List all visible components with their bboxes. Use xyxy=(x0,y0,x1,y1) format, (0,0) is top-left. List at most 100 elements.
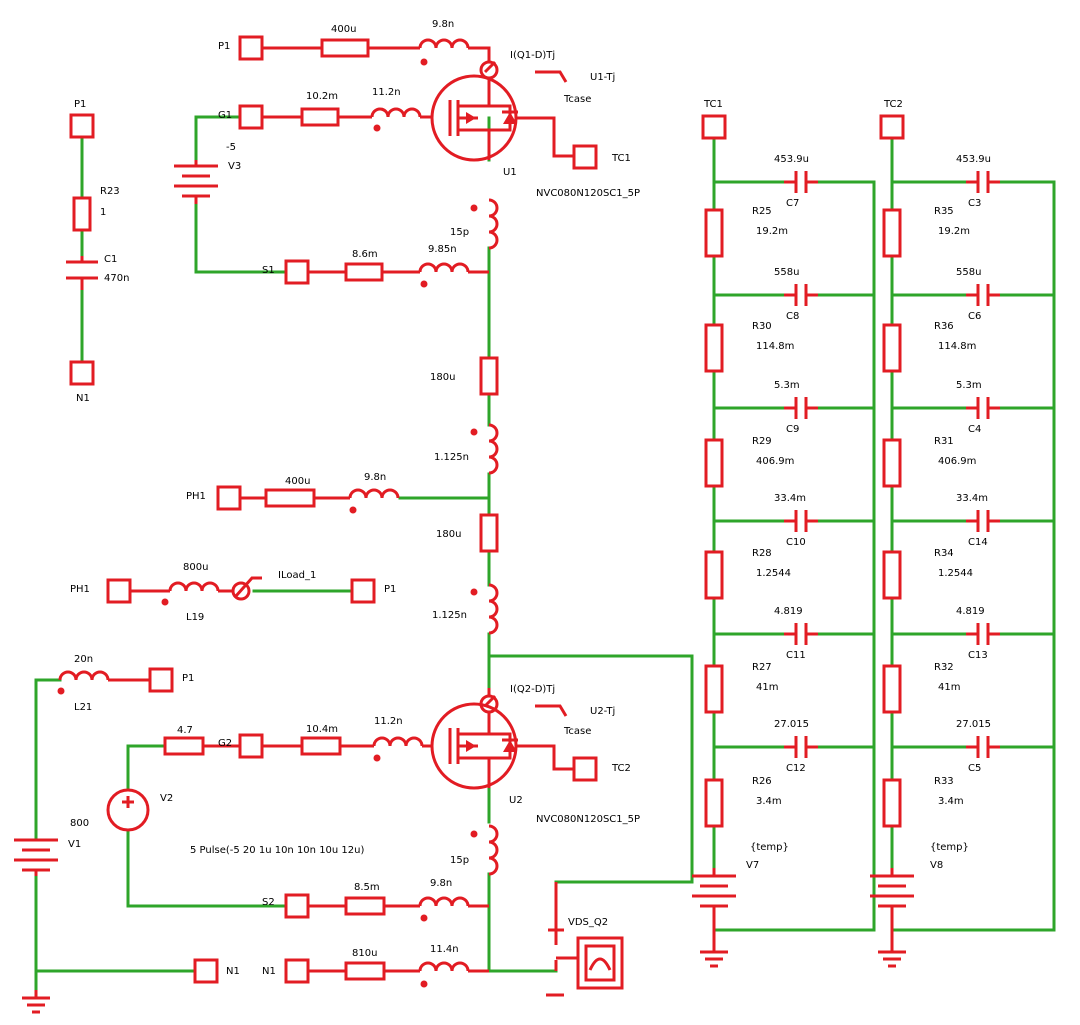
port-tc1 xyxy=(572,144,598,170)
q1-gate-branch xyxy=(238,104,432,132)
resistor-r23[interactable] xyxy=(72,196,92,232)
ground-v7 xyxy=(700,950,728,968)
capacitor-c5[interactable] xyxy=(966,736,1000,758)
inductor-1-125n-b[interactable] xyxy=(488,583,499,635)
resistor-10-2m[interactable] xyxy=(300,107,340,127)
resistor-180u-b[interactable] xyxy=(479,513,499,553)
current-probe-iload[interactable] xyxy=(231,581,251,601)
resistor-810u[interactable] xyxy=(344,961,386,981)
capacitor-c14[interactable] xyxy=(966,510,1000,532)
resistor-r34[interactable] xyxy=(882,550,902,600)
cap-value-c11: 4.819 xyxy=(774,606,803,617)
res-value-r32: 41m xyxy=(938,682,960,693)
resistor-400u-mid[interactable] xyxy=(264,488,316,508)
label-u2: U2 xyxy=(509,795,523,806)
resistor-r31[interactable] xyxy=(882,438,902,488)
polarity-dot xyxy=(420,58,428,66)
port-p1-top xyxy=(238,35,264,61)
inductor-15p-top[interactable] xyxy=(488,198,499,250)
capacitor-c6[interactable] xyxy=(966,284,1000,306)
label-9-85n: 9.85n xyxy=(428,244,457,255)
inductor-l21[interactable] xyxy=(58,670,110,681)
n1-branch xyxy=(193,958,489,988)
port-ph1-b xyxy=(106,578,132,604)
res-name-r33: R33 xyxy=(934,776,954,787)
cap-value-c9: 5.3m xyxy=(774,380,800,391)
capacitor-c3[interactable] xyxy=(966,171,1000,193)
resistor-8-6m[interactable] xyxy=(344,262,384,282)
label-ph1-a: PH1 xyxy=(186,491,206,502)
label-tc1-port: TC1 xyxy=(611,153,631,164)
battery-v1[interactable] xyxy=(14,838,58,876)
resistor-r35[interactable] xyxy=(882,208,902,258)
resistor-8-5m[interactable] xyxy=(344,896,386,916)
battery-v3[interactable] xyxy=(174,160,218,204)
cap-name-c10: C10 xyxy=(786,537,806,548)
thermal-ladder-1: 453.9uC7558uC85.3mC933.4mC104.819C1127.0… xyxy=(692,114,818,968)
load-branch xyxy=(106,576,376,606)
inductor-15p-bot[interactable] xyxy=(488,824,499,876)
label-p1-top: P1 xyxy=(218,41,230,52)
inductor-l19[interactable] xyxy=(168,581,220,592)
resistor-r26[interactable] xyxy=(704,778,724,828)
capacitor-c10[interactable] xyxy=(784,510,818,532)
label-v3-val: -5 xyxy=(226,142,236,153)
label-v2: V2 xyxy=(160,793,173,804)
capacitor-c8[interactable] xyxy=(784,284,818,306)
cap-name-c8: C8 xyxy=(786,311,799,322)
resistor-4-7[interactable] xyxy=(163,736,205,756)
resistor-10-4m[interactable] xyxy=(300,736,342,756)
resistor-180u-a[interactable] xyxy=(479,356,499,396)
resistor-r32[interactable] xyxy=(882,664,902,714)
resistor-r25[interactable] xyxy=(704,208,724,258)
label-9-8n-mid: 9.8n xyxy=(364,472,386,483)
inductor-9-8n-top[interactable] xyxy=(418,38,470,49)
inductor-11-2n-top[interactable] xyxy=(370,107,422,118)
res-name-r25: R25 xyxy=(752,206,772,217)
voltmeter-vds-q2[interactable] xyxy=(546,882,624,997)
cap-value-c14: 33.4m xyxy=(956,493,988,504)
resistor-r29[interactable] xyxy=(704,438,724,488)
mosfet-u1[interactable] xyxy=(430,74,574,162)
capacitor-c7[interactable] xyxy=(784,171,818,193)
bus-middle xyxy=(216,356,499,635)
inductor-9-8n-mid[interactable] xyxy=(348,488,400,499)
inductor-9-8n-bot[interactable] xyxy=(418,896,470,907)
port-p1-l21 xyxy=(148,667,174,693)
capacitor-c12[interactable] xyxy=(784,736,818,758)
res-value-r26: 3.4m xyxy=(756,796,782,807)
label-11-2n-bot: 11.2n xyxy=(374,716,403,727)
port-s1 xyxy=(284,259,310,285)
ground-v1 xyxy=(22,990,50,1014)
resistor-r36[interactable] xyxy=(882,323,902,373)
capacitor-c11[interactable] xyxy=(784,623,818,645)
res-value-r31: 406.9m xyxy=(938,456,976,467)
inductor-11-2n-bot[interactable] xyxy=(372,736,424,747)
resistor-400u-top[interactable] xyxy=(320,38,370,58)
inductor-11-4n[interactable] xyxy=(418,961,470,972)
res-value-r27: 41m xyxy=(756,682,778,693)
resistor-r27[interactable] xyxy=(704,664,724,714)
source-v2[interactable] xyxy=(106,788,150,832)
capacitor-c9[interactable] xyxy=(784,397,818,419)
capacitor-c1[interactable] xyxy=(66,260,98,280)
resistor-r33[interactable] xyxy=(882,778,902,828)
inductor-1-125n-a[interactable] xyxy=(488,423,499,475)
label-tc1-top: TC1 xyxy=(703,99,723,110)
capacitor-c4[interactable] xyxy=(966,397,1000,419)
res-value-r30: 114.8m xyxy=(756,341,794,352)
label-l19-val: 800u xyxy=(183,562,208,573)
battery-v8[interactable] xyxy=(870,868,914,952)
battery-v7[interactable] xyxy=(692,868,736,952)
label-l19: L19 xyxy=(186,612,204,623)
resistor-r30[interactable] xyxy=(704,323,724,373)
label-tcase1: Tcase xyxy=(563,94,591,105)
resistor-r28[interactable] xyxy=(704,550,724,600)
label-9-8n-bot: 9.8n xyxy=(430,878,452,889)
label-v3: V3 xyxy=(228,161,241,172)
inductor-9-85n[interactable] xyxy=(418,262,470,273)
mosfet-u2[interactable] xyxy=(430,702,574,790)
capacitor-c13[interactable] xyxy=(966,623,1000,645)
